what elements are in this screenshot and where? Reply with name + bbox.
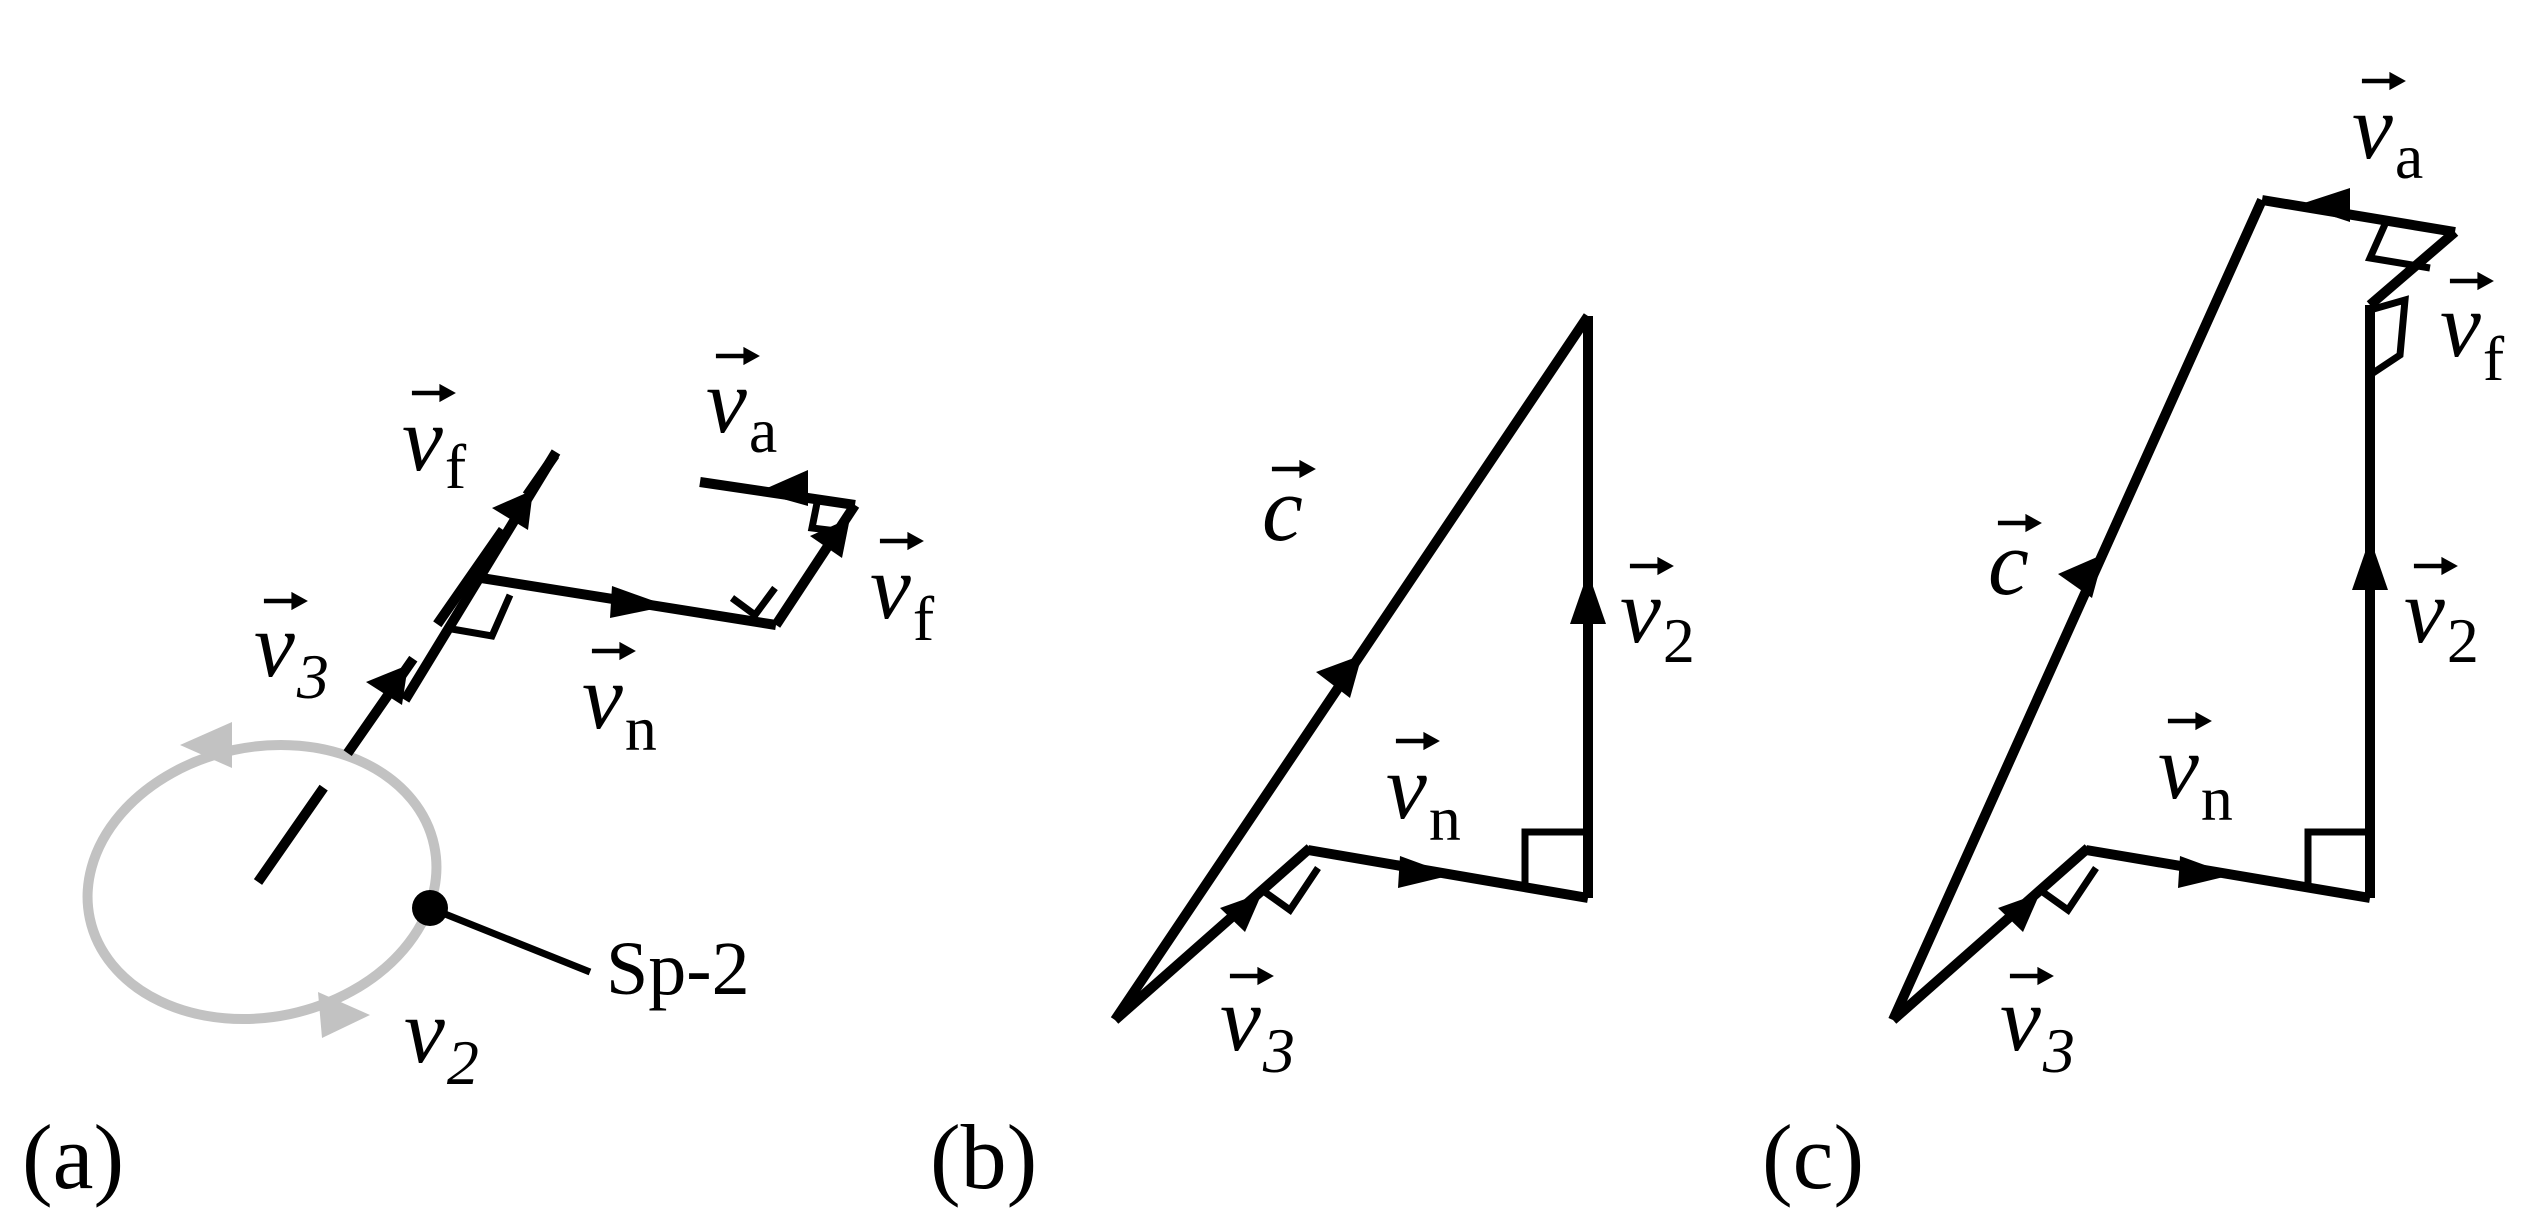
panel-label-c: (c) — [1762, 1106, 1864, 1208]
label-vn-c: vn — [2158, 712, 2233, 834]
label-v3-b: v3 — [1220, 967, 1295, 1086]
label-c-c: c — [1988, 512, 2042, 614]
svg-text:c: c — [1262, 458, 1303, 560]
panel-b: c v2 vn v3 (b) — [930, 313, 1695, 1208]
svg-text:vn: vn — [2158, 716, 2233, 834]
svg-text:va: va — [2352, 76, 2423, 192]
v3-line-c — [1889, 844, 2092, 1024]
label-vf2-a: vf — [870, 532, 935, 654]
label-va-a: va — [706, 347, 777, 466]
panel-c: va vf c v2 vn v3 (c) — [1762, 72, 2505, 1208]
vn-arrowhead-b — [1398, 856, 1452, 888]
v3-arrowhead-b — [1220, 893, 1262, 932]
spacecraft-leader-line — [428, 904, 592, 976]
svg-text:vn: vn — [582, 646, 657, 764]
label-vf-a: vf — [402, 384, 467, 502]
orbit-ellipse — [82, 739, 442, 1025]
label-vn-a: vn — [582, 642, 657, 764]
panel-label-b: (b) — [930, 1106, 1037, 1208]
v2-arrowhead-c — [2352, 538, 2388, 590]
vf-line-c — [2366, 228, 2459, 309]
panel-a: vf v3 vn va vf v2 Sp-2 (a) — [22, 347, 935, 1208]
vn-arrowhead-a — [610, 586, 668, 618]
va-arrowhead-c — [2298, 188, 2350, 222]
label-vf-c: vf — [2440, 272, 2505, 394]
svg-text:vf: vf — [402, 388, 467, 502]
label-va-c: va — [2352, 72, 2423, 192]
c-arrowhead-c — [2058, 554, 2104, 598]
right-angle-c2 — [2304, 828, 2367, 888]
label-v2-c: v2 — [2404, 557, 2479, 676]
svg-text:v3: v3 — [1220, 968, 1295, 1086]
orbit-direction-arrow-top — [180, 722, 232, 768]
vf-arrowhead-a — [492, 490, 533, 530]
right-angle-b2 — [1521, 828, 1585, 888]
label-v2-orbit: v2 — [404, 980, 479, 1098]
svg-text:va: va — [706, 350, 777, 466]
spacecraft-label: Sp-2 — [606, 927, 750, 1011]
va-arrowhead-a — [758, 470, 808, 506]
c-arrowhead-b — [1316, 655, 1362, 698]
svg-text:vf: vf — [870, 536, 935, 654]
svg-text:vn: vn — [1386, 736, 1461, 854]
v2-arrowhead-b — [1570, 572, 1606, 624]
orbit-direction-arrow-bottom — [318, 992, 370, 1038]
vn-arrowhead-c — [2178, 856, 2232, 888]
v3-arrowhead-c — [1998, 893, 2040, 932]
label-vn-b: vn — [1386, 732, 1461, 854]
svg-text:vf: vf — [2440, 274, 2505, 394]
svg-text:v3: v3 — [254, 594, 329, 712]
c-line-c — [1888, 197, 2267, 1023]
right-angle-c4 — [2368, 295, 2409, 378]
v3-arrowhead — [366, 665, 408, 705]
right-angle-c1 — [2037, 866, 2099, 915]
svg-text:v2: v2 — [1620, 560, 1695, 676]
svg-text:v2: v2 — [2404, 560, 2479, 676]
label-c-b: c — [1262, 458, 1316, 560]
svg-text:v2: v2 — [404, 980, 479, 1098]
right-angle-a3 — [807, 497, 846, 536]
right-angle-a2 — [729, 585, 778, 620]
label-v2-b: v2 — [1620, 557, 1695, 676]
v3-line-b — [1111, 844, 1314, 1024]
right-angle-b1 — [1259, 866, 1321, 915]
label-v3-a: v3 — [254, 592, 329, 712]
right-angle-a1 — [445, 593, 514, 640]
svg-text:v3: v3 — [2000, 968, 2075, 1086]
panel-label-a: (a) — [22, 1106, 124, 1208]
va-line-c — [2261, 195, 2456, 237]
svg-text:c: c — [1988, 512, 2029, 614]
label-v3-c: v3 — [2000, 967, 2075, 1086]
